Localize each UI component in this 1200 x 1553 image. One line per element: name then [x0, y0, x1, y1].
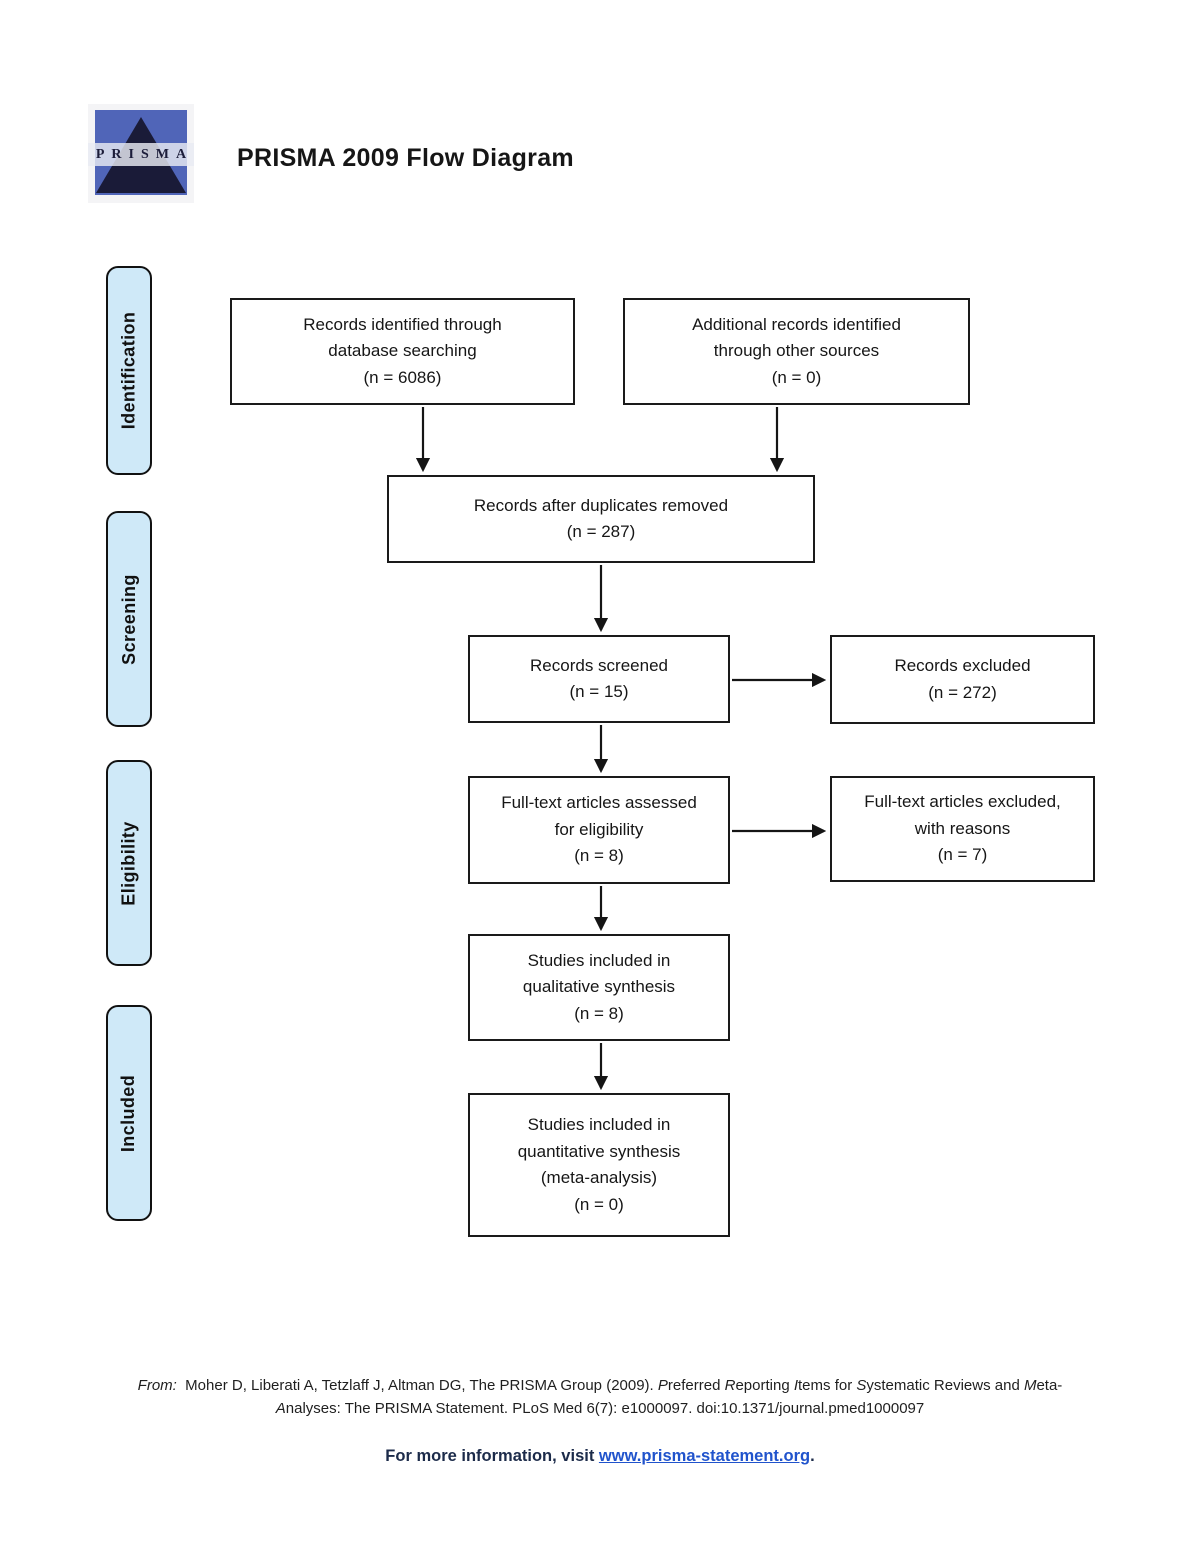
- text-segment: tems for: [798, 1377, 857, 1394]
- prisma-statement-link[interactable]: www.prisma-statement.org: [598, 1447, 811, 1465]
- text-segment: nalyses: The PRISMA Statement. PLoS Med …: [285, 1400, 925, 1417]
- node-line: Studies included in: [527, 950, 671, 970]
- node-qualitative-included: Studies included in qualitative synthesi…: [468, 934, 730, 1041]
- node-line: through other sources: [713, 341, 880, 361]
- node-line: Additional records identified: [692, 314, 901, 334]
- node-fulltext-assessed: Full-text articles assessed for eligibil…: [468, 776, 730, 884]
- node-line: (n = 0): [771, 367, 822, 387]
- text-segment: referred: [667, 1377, 725, 1394]
- text-segment: ystematic Reviews and: [866, 1377, 1024, 1394]
- page-title: PRISMA 2009 Flow Diagram: [237, 144, 574, 172]
- node-line: quantitative synthesis: [517, 1141, 681, 1161]
- node-line: (n = 6086): [363, 367, 442, 387]
- node-line: qualitative synthesis: [522, 977, 676, 997]
- node-line: (n = 8): [574, 846, 624, 866]
- prisma-logo-text: PRISMA: [95, 146, 194, 162]
- node-line: (n = 272): [928, 682, 997, 702]
- node-line: (n = 15): [569, 682, 629, 701]
- text-segment: eta-: [1036, 1377, 1063, 1394]
- node-line: (n = 287): [566, 522, 636, 541]
- node-quantitative-included: Studies included in quantitative synthes…: [468, 1093, 730, 1237]
- phase-label-text: Included: [118, 1074, 139, 1152]
- node-line: Records identified through: [303, 314, 502, 334]
- node-additional-records: Additional records identified through ot…: [623, 298, 970, 405]
- text-segment: P: [657, 1377, 668, 1394]
- node-line: Studies included in: [527, 1115, 671, 1134]
- text-segment: .: [810, 1447, 815, 1465]
- phase-label-screening: Screening: [106, 511, 152, 727]
- node-fulltext-excluded: Full-text articles excluded, with reason…: [830, 776, 1095, 882]
- phase-label-included: Included: [106, 1005, 152, 1221]
- text-segment: Moher D, Liberati A, Tetzlaff J, Altman …: [176, 1377, 658, 1394]
- text-segment: I: [793, 1377, 799, 1394]
- text-segment: S: [856, 1377, 867, 1394]
- node-records-screened: Records screened (n = 15): [468, 635, 730, 723]
- phase-label-text: Identification: [118, 311, 139, 430]
- node-line: Full-text articles excluded,: [864, 792, 1061, 812]
- phase-label-text: Screening: [118, 573, 139, 665]
- prisma-logo: PRISMA: [88, 104, 194, 203]
- node-line: (meta-analysis): [540, 1168, 658, 1187]
- citation: From: Moher D, Liberati A, Tetzlaff J, A…: [0, 1374, 1200, 1420]
- phase-label-eligibility: Eligibility: [106, 760, 152, 966]
- node-line: Records excluded: [894, 656, 1031, 675]
- node-line: (n = 0): [574, 1194, 624, 1214]
- node-line: Full-text articles assessed: [501, 793, 697, 813]
- node-line: (n = 8): [574, 1003, 624, 1023]
- phase-label-text: Eligibility: [118, 820, 139, 906]
- citation-line-1: From: Moher D, Liberati A, Tetzlaff J, A…: [0, 1374, 1200, 1397]
- node-line: database searching: [328, 341, 477, 361]
- node-line: Records screened: [530, 655, 668, 675]
- node-records-identified: Records identified through database sear…: [230, 298, 575, 405]
- citation-line-2: Analyses: The PRISMA Statement. PLoS Med…: [0, 1397, 1200, 1420]
- node-duplicates-removed: Records after duplicates removed (n = 28…: [387, 475, 815, 563]
- text-segment: R: [724, 1377, 736, 1394]
- text-segment: eporting: [735, 1377, 794, 1394]
- text-segment: For more information, visit: [385, 1447, 599, 1465]
- node-line: with reasons: [914, 818, 1011, 838]
- text-segment: M: [1023, 1377, 1037, 1394]
- node-line: Records after duplicates removed: [473, 495, 729, 515]
- phase-label-identification: Identification: [106, 266, 152, 475]
- text-segment: From:: [137, 1377, 177, 1394]
- more-info-line: For more information, visit www.prisma-s…: [0, 1444, 1200, 1468]
- prisma-logo-band: PRISMA: [88, 143, 194, 166]
- node-records-excluded: Records excluded (n = 272): [830, 635, 1095, 724]
- node-line: (n = 7): [937, 845, 988, 865]
- text-segment: A: [275, 1400, 286, 1417]
- node-line: for eligibility: [554, 819, 644, 839]
